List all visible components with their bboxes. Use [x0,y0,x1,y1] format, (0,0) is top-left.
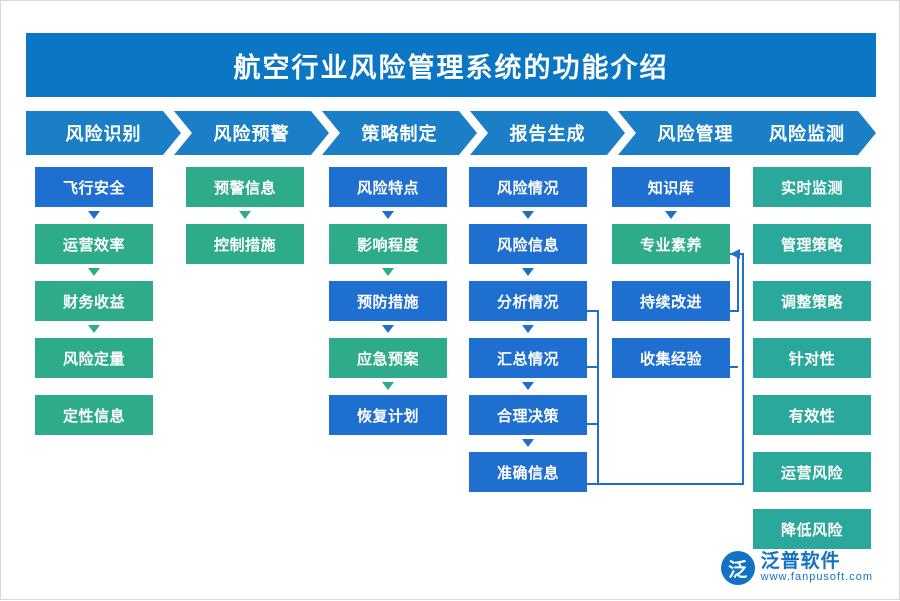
node-0-1[interactable]: 运营效率 [35,224,153,264]
stage-header-0[interactable]: 风险识别 [26,111,181,155]
arrow-4-0 [665,211,677,219]
arrow-0-1 [88,268,100,276]
arrow-3-2 [522,325,534,333]
logo-website: www.fanpusoft.com [760,571,873,584]
node-5-1[interactable]: 管理策略 [753,224,871,264]
node-3-0[interactable]: 风险情况 [469,167,587,207]
node-2-0[interactable]: 风险特点 [329,167,447,207]
page-title-bar: 航空行业风险管理系统的功能介绍 [26,33,876,97]
node-3-3[interactable]: 汇总情况 [469,338,587,378]
arrow-3-4 [522,439,534,447]
arrow-0-2 [88,325,100,333]
stage-column-0: 飞行安全 运营效率 财务收益 风险定量 定性信息 [35,167,153,452]
stage-header-row: 风险识别 风险预警 策略制定 报告生成 风险管理 风险监测 [26,111,876,155]
brand-logo: 泛 泛普软件 www.fanpusoft.com [720,551,873,585]
node-3-4[interactable]: 合理决策 [469,395,587,435]
stage-column-5: 实时监测 管理策略 调整策略 针对性 有效性 运营风险 降低风险 [753,167,871,566]
stage-header-3[interactable]: 报告生成 [470,111,625,155]
arrow-3-1 [522,268,534,276]
stage-column-1: 预警信息 控制措施 [186,167,304,281]
node-4-2[interactable]: 持续改进 [612,281,730,321]
arrow-2-0 [382,211,394,219]
stage-header-5[interactable]: 风险监测 [738,111,876,155]
node-4-0[interactable]: 知识库 [612,167,730,207]
node-0-3[interactable]: 风险定量 [35,338,153,378]
arrow-2-1 [382,268,394,276]
node-1-0[interactable]: 预警信息 [186,167,304,207]
node-3-5[interactable]: 准确信息 [469,452,587,492]
node-0-0[interactable]: 飞行安全 [35,167,153,207]
node-3-1[interactable]: 风险信息 [469,224,587,264]
arrow-1-0 [239,211,251,219]
node-0-4[interactable]: 定性信息 [35,395,153,435]
stage-column-4: 知识库 专业素养 持续改进 收集经验 [612,167,730,395]
node-5-0[interactable]: 实时监测 [753,167,871,207]
node-5-2[interactable]: 调整策略 [753,281,871,321]
logo-mark-icon: 泛 [720,551,755,585]
logo-text: 泛普软件 www.fanpusoft.com [761,552,873,583]
node-2-4[interactable]: 恢复计划 [329,395,447,435]
stage-column-3: 风险情况 风险信息 分析情况 汇总情况 合理决策 准确信息 [469,167,587,509]
arrow-2-3 [382,382,394,390]
node-3-2[interactable]: 分析情况 [469,281,587,321]
arrow-2-2 [382,325,394,333]
stage-column-2: 风险特点 影响程度 预防措施 应急预案 恢复计划 [329,167,447,452]
logo-company-name: 泛普软件 [760,551,841,573]
node-5-3[interactable]: 针对性 [753,338,871,378]
node-4-3[interactable]: 收集经验 [612,338,730,378]
node-2-3[interactable]: 应急预案 [329,338,447,378]
stage-header-2[interactable]: 策略制定 [322,111,477,155]
node-5-4[interactable]: 有效性 [753,395,871,435]
arrow-3-3 [522,382,534,390]
stage-header-1[interactable]: 风险预警 [174,111,329,155]
node-5-5[interactable]: 运营风险 [753,452,871,492]
arrow-3-0 [522,211,534,219]
node-5-6[interactable]: 降低风险 [753,509,871,549]
node-0-2[interactable]: 财务收益 [35,281,153,321]
node-2-1[interactable]: 影响程度 [329,224,447,264]
page-title: 航空行业风险管理系统的功能介绍 [233,52,669,83]
node-1-1[interactable]: 控制措施 [186,224,304,264]
arrow-0-0 [88,211,100,219]
node-2-2[interactable]: 预防措施 [329,281,447,321]
node-4-1[interactable]: 专业素养 [612,224,730,264]
